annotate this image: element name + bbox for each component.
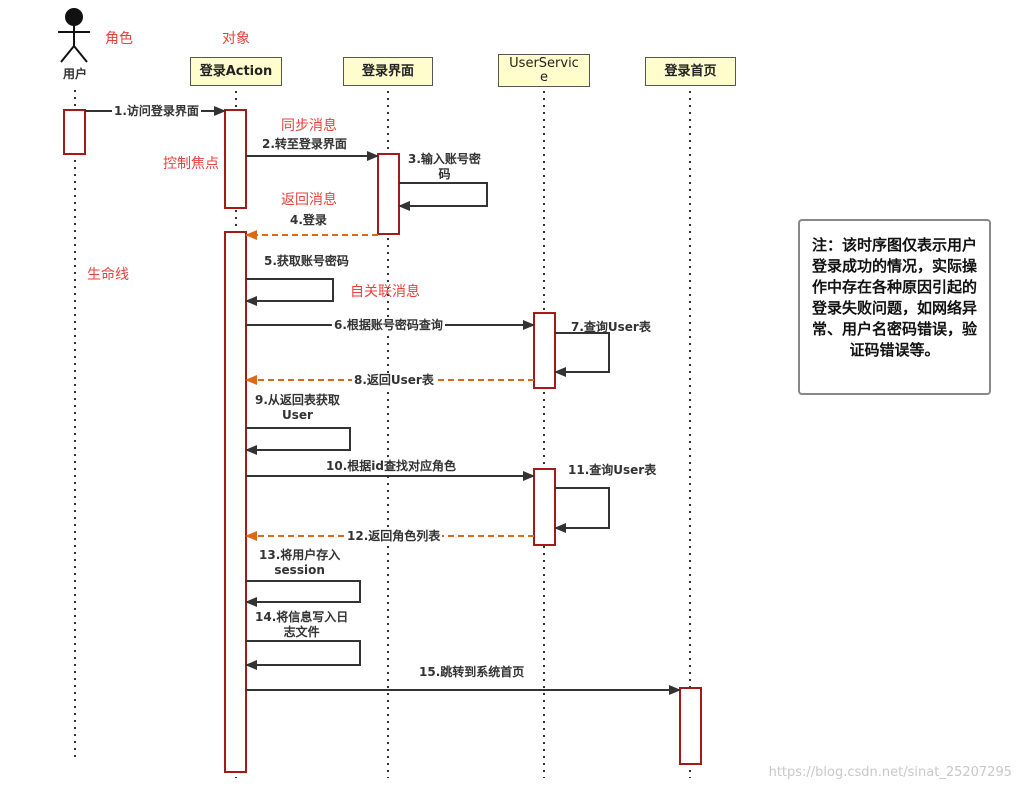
activation-service-1 xyxy=(533,312,556,389)
message-13-arrow xyxy=(245,580,361,607)
object-login-action: 登录Action xyxy=(190,57,282,86)
message-11-arrow xyxy=(554,487,610,533)
activation-action-1 xyxy=(224,109,247,209)
object-login-ui: 登录界面 xyxy=(343,57,433,86)
watermark: https://blog.csdn.net/sinat_25207295 xyxy=(768,765,1012,780)
annotation-focus-of-control: 控制焦点 xyxy=(163,156,219,172)
activation-home xyxy=(679,687,702,765)
message-10-label: 10.根据id查找对应角色 xyxy=(326,459,456,473)
object-user-service: UserServic e xyxy=(498,54,590,87)
message-5-arrow xyxy=(245,278,334,306)
message-15-label: 15.跳转到系统首页 xyxy=(419,665,525,679)
note-box: 注：该时序图仅表示用户登录成功的情况，实际操作中存在各种原因引起的登录失败问题，… xyxy=(798,219,991,395)
annotation-lifeline: 生命线 xyxy=(87,267,129,283)
activation-service-2 xyxy=(533,468,556,546)
message-1-label: 1.访问登录界面 xyxy=(112,104,201,119)
actor-label: 用户 xyxy=(62,67,87,81)
message-7-label: 7.查询User表 xyxy=(571,320,651,334)
stick-figure-icon xyxy=(58,8,90,63)
message-14-arrow xyxy=(245,640,361,670)
annotation-role: 角色 xyxy=(105,31,133,47)
message-13-label: 13.将用户存入 session xyxy=(259,548,341,577)
annotation-object: 对象 xyxy=(222,31,250,47)
annotation-return-message: 返回消息 xyxy=(281,192,337,208)
message-4-label: 4.登录 xyxy=(290,213,327,227)
activation-action-2 xyxy=(224,231,247,773)
message-3-arrow xyxy=(398,182,488,211)
message-7-arrow xyxy=(554,332,610,377)
message-6-label: 6.根据账号密码查询 xyxy=(332,318,445,333)
message-12-label: 12.返回角色列表 xyxy=(345,529,443,544)
message-9-arrow xyxy=(245,427,351,455)
message-5-label: 5.获取账号密码 xyxy=(264,254,349,268)
annotation-sync-message: 同步消息 xyxy=(281,118,337,134)
object-home: 登录首页 xyxy=(645,57,736,86)
message-9-label: 9.从返回表获取 User xyxy=(255,393,340,422)
activation-user xyxy=(63,109,86,155)
activation-login-ui xyxy=(377,153,400,235)
annotation-self-message: 自关联消息 xyxy=(350,284,420,300)
message-2-label: 2.转至登录界面 xyxy=(262,137,347,151)
message-11-label: 11.查询User表 xyxy=(568,463,657,477)
message-14-label: 14.将信息写入日 志文件 xyxy=(255,610,349,639)
message-3-label: 3.输入账号密 码 xyxy=(408,152,481,181)
message-8-label: 8.返回User表 xyxy=(352,373,436,388)
